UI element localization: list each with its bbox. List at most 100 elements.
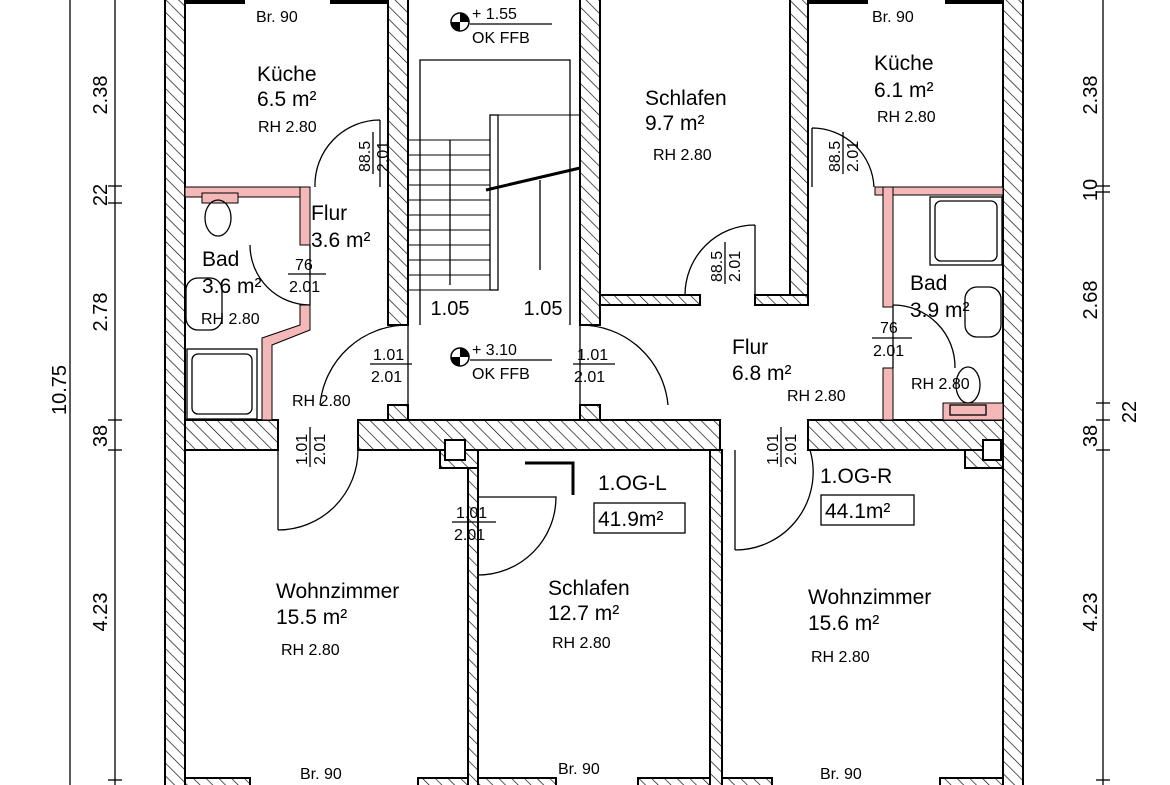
level-height: + 1.55 (472, 6, 517, 23)
door-swings (249, 119, 956, 576)
door-width: 88.5 (357, 141, 374, 172)
room-area: 9.7 m² (645, 112, 705, 135)
dim-label: 22 (1119, 401, 1141, 423)
level-ref: OK FFB (472, 366, 530, 383)
room-name: Schlafen (645, 87, 727, 110)
shower-icon (186, 348, 258, 420)
dim-label: 2.68 (1080, 281, 1102, 320)
room-name: Flur (311, 202, 347, 225)
bath-walls (184, 186, 1004, 421)
door-height: 2.01 (873, 343, 904, 360)
toilet-icon (204, 199, 232, 237)
room-height: RH 2.80 (281, 642, 340, 659)
room-wohnzimmer-right: Wohnzimmer 15.6 m² RH 2.80 Br. 90 (808, 586, 931, 783)
room-name: Bad (202, 248, 239, 271)
staircase: 1.05 1.05 (408, 59, 581, 325)
sink-icon (185, 277, 223, 331)
unit-left: 1.OG-L 41.9m² (593, 472, 686, 534)
room-height: RH 2.80 (292, 393, 351, 410)
room-area: 6.5 m² (257, 88, 317, 111)
room-area: 6.8 m² (732, 362, 792, 385)
level-marker-top: + 1.55 OK FFB (450, 6, 552, 47)
door-width: 1.01 (456, 505, 487, 522)
door-height: 2.01 (289, 279, 320, 296)
room-area: 3.6 m² (311, 229, 371, 252)
unit-name: 1.OG-L (598, 472, 667, 495)
room-schlafen-bottom: Schlafen 12.7 m² RH 2.80 Br. 90 (548, 577, 630, 778)
dimension-left: 10.75 2.38 22 2.78 38 4.23 (49, 0, 122, 785)
window-width: Br. 90 (872, 9, 914, 26)
dim-label: 10 (1080, 179, 1102, 201)
room-bad-right: Bad 3.9 m² RH 2.80 (910, 272, 970, 393)
room-area: 3.6 m² (202, 275, 262, 298)
dim-label: 22 (90, 184, 112, 206)
dimension-right: 2.38 10 2.68 22 38 4.23 (1080, 0, 1141, 785)
door-height: 2.01 (574, 369, 605, 386)
door-width: 88.5 (827, 141, 844, 172)
room-height: RH 2.80 (877, 109, 936, 126)
dim-label: 38 (1080, 425, 1102, 447)
window-width: Br. 90 (820, 766, 862, 783)
room-height: RH 2.80 (258, 119, 317, 136)
door-height: 2.01 (312, 434, 329, 465)
level-marker-landing: + 3.10 OK FFB (450, 342, 552, 383)
unit-right: 1.OG-R 44.1m² (820, 465, 915, 526)
sink-icon (964, 286, 1002, 338)
room-schlafen-top: Schlafen 9.7 m² RH 2.80 (645, 87, 727, 164)
room-name: Küche (874, 52, 934, 75)
door-width: 76 (880, 320, 898, 337)
room-name: Flur (732, 336, 768, 359)
dim-label: 2.78 (90, 293, 112, 332)
window-width: Br. 90 (300, 766, 342, 783)
level-height: + 3.10 (472, 342, 517, 359)
window-width: Br. 90 (558, 761, 600, 778)
room-area: 3.9 m² (910, 299, 970, 322)
room-height: RH 2.80 (653, 147, 712, 164)
unit-name: 1.OG-R (820, 465, 892, 488)
door-width: 1.01 (577, 347, 608, 364)
door-width: 1.01 (294, 434, 311, 465)
dim-label: 4.23 (90, 593, 112, 632)
bath-fixtures (185, 192, 1003, 420)
window-width: Br. 90 (256, 9, 298, 26)
door-width: 1.01 (765, 434, 782, 465)
room-name: Bad (910, 272, 947, 295)
dim-label: 4.23 (1080, 593, 1102, 632)
door-height: 2.01 (845, 141, 862, 172)
room-name: Wohnzimmer (276, 580, 399, 603)
dim-total: 10.75 (49, 365, 71, 415)
room-wohnzimmer-left: Wohnzimmer 15.5 m² RH 2.80 Br. 90 (276, 580, 399, 783)
door-width: 1.01 (373, 347, 404, 364)
room-height: RH 2.80 (787, 388, 846, 405)
unit-area: 44.1m² (825, 500, 890, 523)
room-area: 15.5 m² (276, 606, 347, 629)
room-area: 15.6 m² (808, 612, 879, 635)
door-width: 88.5 (709, 251, 726, 282)
dim-label: 2.38 (90, 76, 112, 115)
dim-label: 2.38 (1080, 76, 1102, 115)
room-area: 6.1 m² (874, 79, 934, 102)
room-name: Küche (257, 63, 317, 86)
door-height: 2.01 (727, 251, 744, 282)
room-flur-right: Flur 6.8 m² RH 2.80 (732, 336, 846, 405)
room-bad-left: Bad 3.6 m² RH 2.80 (201, 248, 262, 328)
room-area: 12.7 m² (548, 602, 619, 625)
room-kueche-right: Br. 90 Küche 6.1 m² RH 2.80 (872, 9, 936, 126)
room-height: RH 2.80 (911, 376, 970, 393)
level-ref: OK FFB (472, 30, 530, 47)
door-width: 76 (295, 257, 313, 274)
room-name: Wohnzimmer (808, 586, 931, 609)
room-kueche-left: Br. 90 Küche 6.5 m² RH 2.80 (256, 9, 317, 136)
unit-area: 41.9m² (598, 508, 663, 531)
dim-label: 38 (90, 425, 112, 447)
shower-icon (929, 196, 1003, 266)
room-height: RH 2.80 (811, 649, 870, 666)
toilet-icon (955, 366, 981, 404)
door-height: 2.01 (371, 369, 402, 386)
stair-width-left: 1.05 (431, 298, 470, 320)
walls (164, 0, 1024, 785)
room-height: RH 2.80 (201, 311, 260, 328)
room-name: Schlafen (548, 577, 630, 600)
